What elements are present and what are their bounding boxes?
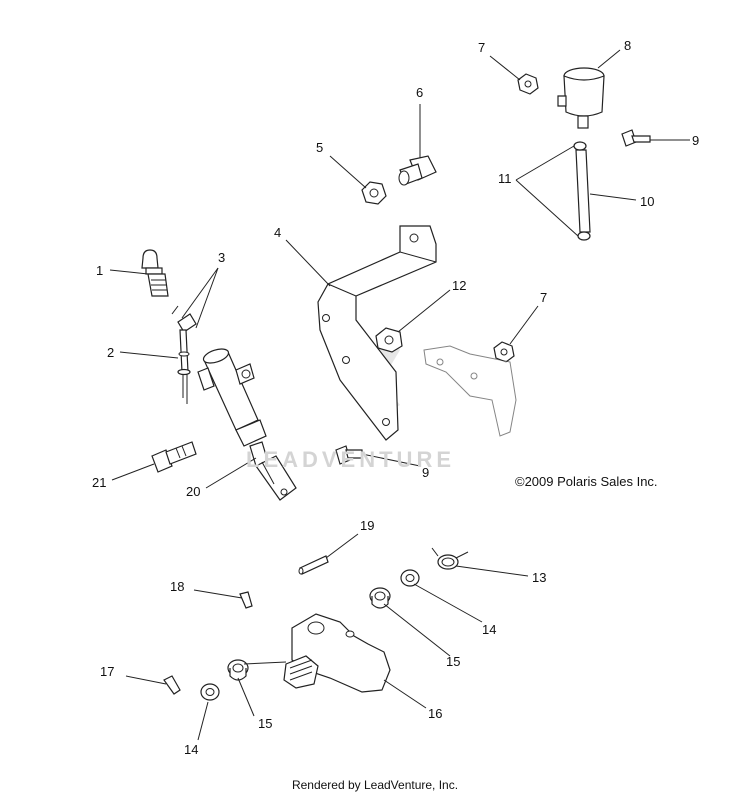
- callout-10: 10: [640, 194, 654, 209]
- callout-15-right: 15: [446, 654, 460, 669]
- callout-4: 4: [274, 225, 281, 240]
- callout-3: 3: [218, 250, 225, 265]
- part-1-bleeder: [141, 249, 169, 297]
- footer-credit: Rendered by LeadVenture, Inc.: [291, 778, 459, 792]
- part-14-washer-left: [200, 683, 220, 701]
- callout-9-top: 9: [692, 133, 699, 148]
- part-8-reservoir: [557, 67, 605, 129]
- part-11-clamps: [573, 141, 591, 241]
- callout-12: 12: [452, 278, 466, 293]
- callout-2: 2: [107, 345, 114, 360]
- callout-21: 21: [92, 475, 106, 490]
- callout-6: 6: [416, 85, 423, 100]
- part-7-nut-mid: [493, 341, 515, 363]
- part-14-washer-right: [400, 569, 420, 587]
- callout-11: 11: [498, 171, 512, 186]
- part-20-master-cylinder: [197, 348, 297, 501]
- leader-lines: [109, 49, 690, 741]
- callout-14-right: 14: [482, 622, 496, 637]
- callout-13: 13: [532, 570, 546, 585]
- part-6-bolt: [398, 155, 437, 186]
- part-7-nut-top: [517, 73, 539, 95]
- callout-1: 1: [96, 263, 103, 278]
- callout-16: 16: [428, 706, 442, 721]
- part-5-nut: [361, 181, 387, 205]
- callout-5: 5: [316, 140, 323, 155]
- part-21-bolt: [151, 441, 197, 473]
- callout-17: 17: [100, 664, 114, 679]
- part-ghost-bracket: [423, 345, 517, 437]
- part-13-spring: [431, 547, 469, 570]
- part-15-bushing-right: [369, 587, 391, 609]
- callout-19: 19: [360, 518, 374, 533]
- part-17-pin: [163, 675, 181, 695]
- copyright-notice: ©2009 Polaris Sales Inc.: [515, 474, 658, 489]
- watermark-text: LEADVENTURE: [246, 447, 456, 472]
- part-9-bolt-top: [621, 129, 651, 147]
- part-15-bushing-left: [227, 659, 249, 681]
- callout-20: 20: [186, 484, 200, 499]
- part-10-tube: [575, 149, 591, 233]
- part-2-3-hose: [171, 305, 197, 404]
- callout-7-mid: 7: [540, 290, 547, 305]
- callout-18: 18: [170, 579, 184, 594]
- part-19-pin: [298, 555, 329, 575]
- callout-8: 8: [624, 38, 631, 53]
- part-12-nut: [375, 327, 403, 353]
- part-18-cotter-pin: [239, 591, 253, 609]
- part-4-bracket: [317, 225, 437, 441]
- callout-7-top: 7: [478, 40, 485, 55]
- callout-15-left: 15: [258, 716, 272, 731]
- callout-9-mid: 9: [422, 465, 429, 480]
- part-16-pedal: [283, 613, 391, 693]
- callout-labels: 1 2 3 4 5 6 7 7 8 9 9 10 11 12 13 14 14 …: [92, 38, 699, 757]
- callout-14-left: 14: [184, 742, 198, 757]
- part-9-bolt-mid: [335, 445, 363, 465]
